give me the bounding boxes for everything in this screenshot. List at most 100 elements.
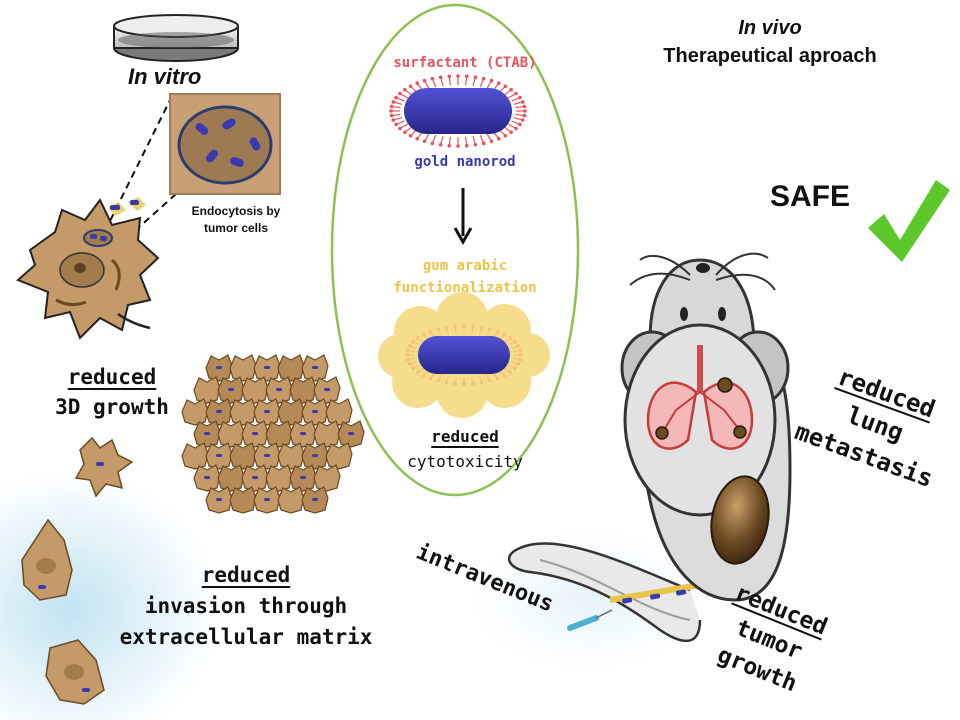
internalized-nanorod <box>264 498 270 501</box>
surfactant-strand <box>515 105 525 109</box>
internalized-nanorod <box>312 410 318 413</box>
surfactant-strand <box>440 77 444 87</box>
nanoparticle-panel <box>330 3 580 497</box>
spheroid-cell <box>277 442 305 470</box>
surfactant-strand <box>448 76 452 86</box>
spheroid-cell <box>217 464 245 492</box>
safe-label: SAFE <box>770 180 851 213</box>
surfactant-strand <box>448 136 452 146</box>
reduced-invasion: reduced invasion through extracellular m… <box>96 560 396 653</box>
spheroid-cluster <box>181 354 365 514</box>
spheroid-cell <box>277 354 305 382</box>
invading-cell <box>45 639 105 705</box>
surfactant-strand <box>395 97 405 102</box>
endocytosis-caption: Endocytosis by tumor cells <box>176 203 296 237</box>
surfactant-strand <box>513 117 523 121</box>
spheroid-cell <box>325 442 353 470</box>
in-vivo-title: In vivo Therapeutical aproach <box>610 14 930 70</box>
reduced-cytotoxicity: reduced cytotoxicity <box>380 424 550 474</box>
surfactant-head <box>464 74 469 79</box>
spheroid-cell <box>229 442 257 470</box>
invasion-heading: reduced <box>201 563 291 587</box>
internalized-nanorod <box>228 388 234 391</box>
internalized-nanorod <box>216 498 222 501</box>
internalized-nanorod <box>216 410 222 413</box>
surfactant-strand <box>391 105 401 109</box>
internalized-nanorod <box>252 476 258 479</box>
spheroid-cell <box>325 398 353 426</box>
surfactant-strand <box>404 126 413 133</box>
spheroid-cell <box>229 354 257 382</box>
internalized-nanorod <box>264 410 270 413</box>
surfactant-strand <box>503 126 512 133</box>
invasion-line-1: invasion through <box>144 594 348 618</box>
growth-text: 3D growth <box>55 395 169 419</box>
surfactant-strand <box>464 76 468 86</box>
mouse-illustration <box>507 252 792 642</box>
internalized-nanorod <box>300 432 306 435</box>
in-vitro-title: In vitro <box>128 64 202 89</box>
surfactant-strand <box>513 101 523 105</box>
surfactant-label: surfactant (CTAB) <box>393 55 537 71</box>
internalized-nanorod <box>312 498 318 501</box>
internalized-nanorod <box>312 366 318 369</box>
in-vivo-heading: In vivo <box>738 17 802 39</box>
down-arrow-icon <box>453 188 473 246</box>
internalized-nanorod <box>324 388 330 391</box>
surfactant-strand <box>393 101 403 105</box>
spheroid-cell <box>277 486 305 514</box>
internalized-nanorod <box>264 454 270 457</box>
surfactant-strand <box>464 136 468 146</box>
endocytosis-line-2: tumor cells <box>203 221 269 235</box>
invasion-line-2: extracellular matrix <box>119 625 373 649</box>
surfactant-strand <box>486 80 493 89</box>
internalized-nanorod <box>312 454 318 457</box>
gum-line-2: functionalization <box>393 280 537 296</box>
spheroid-cell <box>265 464 293 492</box>
surfactant-strand <box>479 134 485 144</box>
cytotox-heading: reduced <box>431 427 499 446</box>
spheroid-cell <box>193 376 221 404</box>
lungs <box>646 345 754 450</box>
internalized-nanorod <box>252 432 258 435</box>
surfactant-strand <box>423 133 430 142</box>
gum-arabic-label: gum arabic functionalization <box>370 255 560 299</box>
internalized-nanorod <box>204 432 210 435</box>
surfactant-strand <box>472 77 476 87</box>
syringe-icon <box>567 609 613 631</box>
checkmark-icon <box>868 180 950 262</box>
surfactant-strand <box>431 134 437 144</box>
surfactant-strand <box>423 80 430 89</box>
spheroid-cell <box>277 398 305 426</box>
cytotox-text: cytotoxicity <box>407 452 523 471</box>
spheroid-cell <box>229 486 257 514</box>
surfactant-strand <box>511 97 521 102</box>
petri-dish-icon <box>113 14 239 62</box>
spheroid-cell <box>181 442 209 470</box>
endocytosis-line-1: Endocytosis by <box>191 204 281 218</box>
surfactant-strand <box>479 78 485 88</box>
gum-line-1: gum arabic <box>422 258 508 274</box>
in-vivo-subtitle: Therapeutical aproach <box>663 45 877 67</box>
endosome-inset <box>107 93 281 247</box>
gum-arabic-nanorod <box>378 292 550 418</box>
surfactant-strand <box>393 117 403 121</box>
surfactant-head <box>464 143 469 148</box>
internalized-nanorod <box>264 366 270 369</box>
surfactant-strand <box>507 92 517 99</box>
spheroid-cell <box>241 376 269 404</box>
internalized-nanorod <box>276 388 282 391</box>
reduced-3d-growth: reduced 3D growth <box>36 362 188 422</box>
surfactant-strand <box>507 123 517 130</box>
surfactant-strand <box>472 135 476 145</box>
spheroid-cell <box>313 464 341 492</box>
surfactant-strand <box>395 120 405 125</box>
ctab-gold-nanorod <box>389 74 527 148</box>
surfactant-strand <box>399 123 409 130</box>
surfactant-strand <box>399 92 409 99</box>
surfactant-strand <box>503 89 512 96</box>
tumor-cell <box>16 197 160 340</box>
internalized-nanorod <box>216 366 222 369</box>
surfactant-strand <box>511 120 521 125</box>
